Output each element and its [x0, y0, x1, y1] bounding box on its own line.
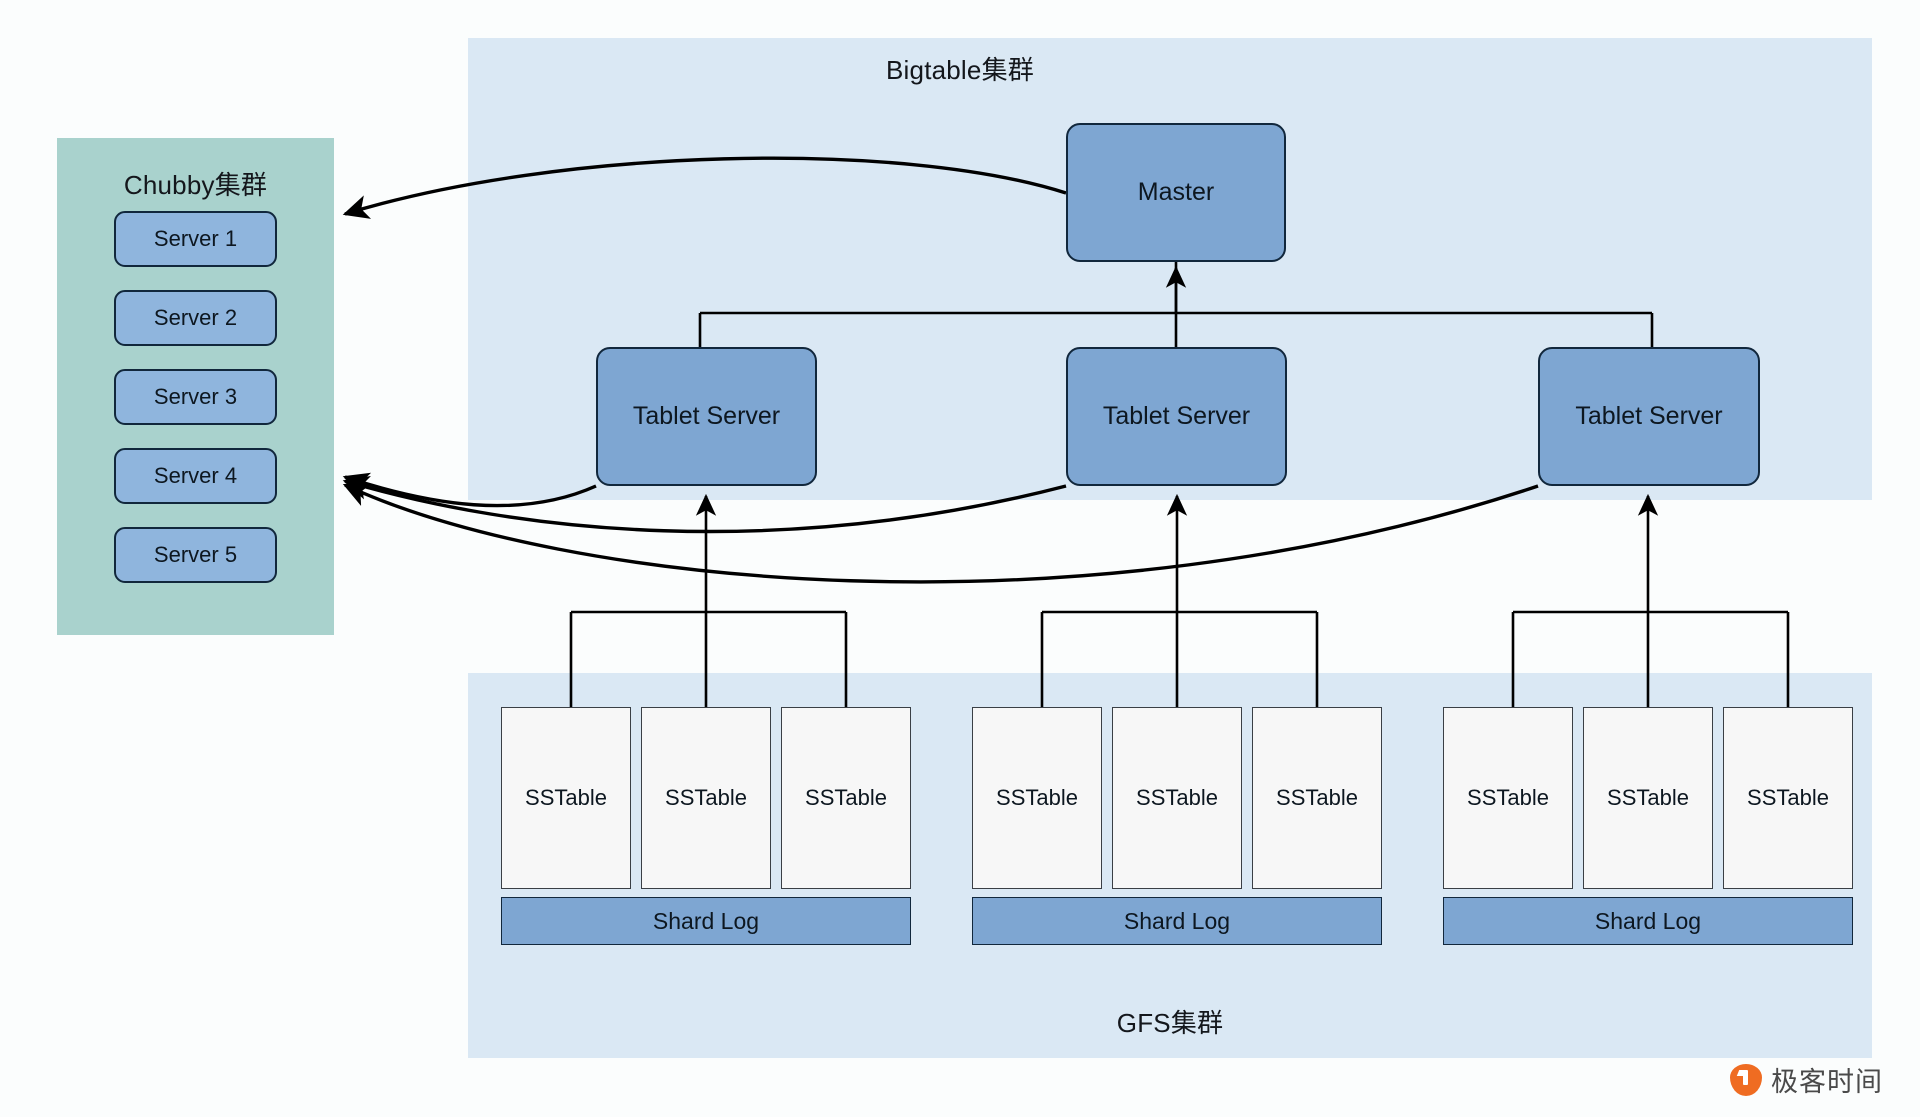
watermark-label: 极客时间: [1771, 1067, 1883, 1097]
chubby-server-5[interactable]: Server 5: [114, 527, 277, 583]
chubby-server-3[interactable]: Server 3: [114, 369, 277, 425]
sstable-box[interactable]: SSTable: [781, 707, 911, 889]
shard-log-bar[interactable]: Shard Log: [1443, 897, 1853, 945]
sstable-box[interactable]: SSTable: [1723, 707, 1853, 889]
bigtable-cluster-title: Bigtable集群: [886, 55, 1034, 85]
master-node[interactable]: Master: [1066, 123, 1286, 262]
sstable-box[interactable]: SSTable: [501, 707, 631, 889]
tablet-server-node-1[interactable]: Tablet Server: [596, 347, 817, 486]
watermark: 极客时间: [1730, 1060, 1883, 1099]
geektime-logo-icon: [1730, 1063, 1762, 1096]
shard-log-bar[interactable]: Shard Log: [501, 897, 911, 945]
tablet-server-node-3[interactable]: Tablet Server: [1538, 347, 1760, 486]
sstable-box[interactable]: SSTable: [1252, 707, 1382, 889]
tablet-server-node-2[interactable]: Tablet Server: [1066, 347, 1287, 486]
sstable-group-3: SSTable SSTable SSTable Shard Log: [1443, 707, 1853, 947]
sstable-group-1: SSTable SSTable SSTable Shard Log: [501, 707, 911, 947]
sstable-group-2: SSTable SSTable SSTable Shard Log: [972, 707, 1382, 947]
chubby-cluster-title: Chubby集群: [123, 170, 268, 200]
chubby-server-1[interactable]: Server 1: [114, 211, 277, 267]
sstable-box[interactable]: SSTable: [1583, 707, 1713, 889]
sstable-box[interactable]: SSTable: [1112, 707, 1242, 889]
gfs-cluster-title: GFS集群: [1116, 1008, 1224, 1038]
shard-log-bar[interactable]: Shard Log: [972, 897, 1382, 945]
sstable-box[interactable]: SSTable: [1443, 707, 1573, 889]
sstable-box[interactable]: SSTable: [972, 707, 1102, 889]
sstable-box[interactable]: SSTable: [641, 707, 771, 889]
chubby-server-2[interactable]: Server 2: [114, 290, 277, 346]
chubby-server-4[interactable]: Server 4: [114, 448, 277, 504]
